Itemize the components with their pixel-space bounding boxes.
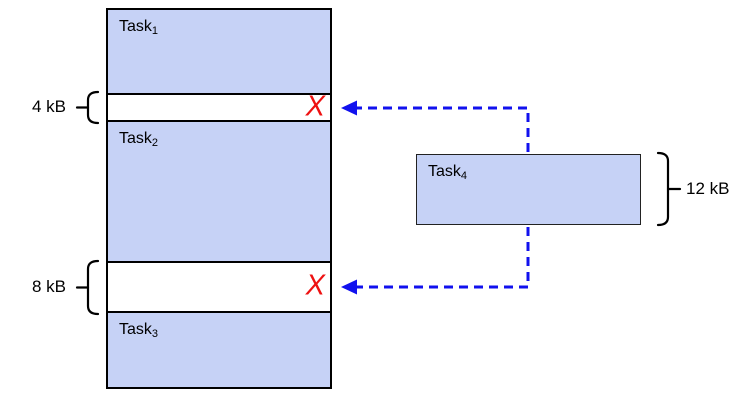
memory-column: Task1 X Task2 X Task3 <box>106 8 332 389</box>
brace-8kb-icon <box>75 259 100 316</box>
task1-label: Task1 <box>119 18 159 37</box>
task2-block: Task2 <box>108 122 330 261</box>
task3-block: Task3 <box>108 313 330 387</box>
task3-subscript: 3 <box>151 328 159 340</box>
task4-label: Task4 <box>428 163 468 182</box>
task3-label: Task3 <box>119 321 159 340</box>
dashed-arrow-to-4kb-gap <box>341 100 530 152</box>
task1-subscript: 1 <box>151 25 159 37</box>
dashed-arrow-to-8kb-gap <box>341 227 530 295</box>
task4-subscript: 4 <box>460 170 468 182</box>
incoming-task4-block: Task4 <box>416 154 641 225</box>
arrowhead-left-icon <box>341 100 357 116</box>
gap-4kb: X <box>108 90 330 123</box>
task1-block: Task1 <box>108 10 330 93</box>
reject-x-icon: X <box>305 269 325 302</box>
brace-4kb-icon <box>75 90 100 125</box>
gap-4kb-size-label: 4 kB <box>31 97 66 116</box>
gap-8kb: X <box>108 261 330 313</box>
task2-label: Task2 <box>119 130 159 149</box>
gap-8kb-size-label: 8 kB <box>31 277 66 296</box>
task2-subscript: 2 <box>151 137 159 149</box>
brace-12kb-icon <box>656 151 682 227</box>
task4-size-label: 12 kB <box>686 179 730 198</box>
arrowhead-left-icon <box>341 279 357 295</box>
reject-x-icon: X <box>305 90 325 123</box>
